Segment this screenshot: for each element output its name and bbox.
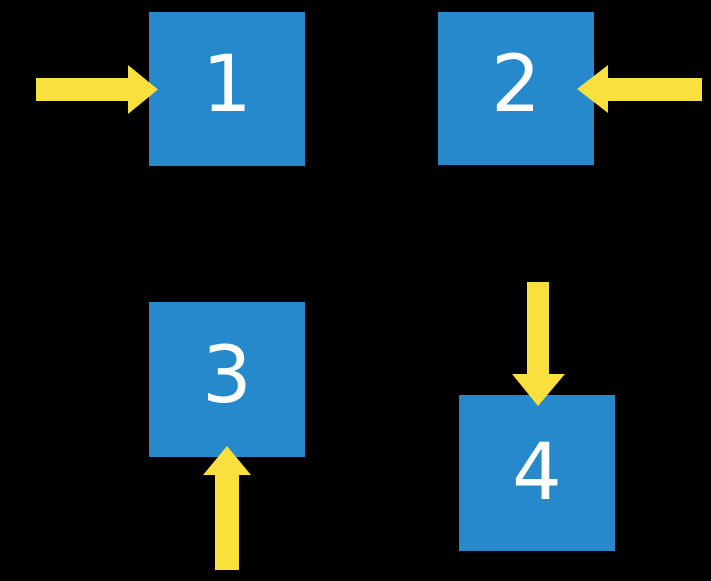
square-2: 2	[438, 12, 594, 165]
arrow-left-icon	[577, 65, 702, 113]
arrow-down-icon	[512, 282, 565, 406]
square-1: 1	[149, 12, 305, 166]
square-3-label: 3	[202, 330, 252, 421]
square-4-label: 4	[512, 428, 562, 518]
square-4: 4	[459, 395, 615, 551]
square-3: 3	[149, 302, 305, 457]
square-1-label: 1	[202, 40, 252, 130]
arrow-right-icon	[36, 65, 158, 114]
arrow-up-icon	[203, 446, 251, 570]
square-2-label: 2	[491, 39, 541, 130]
